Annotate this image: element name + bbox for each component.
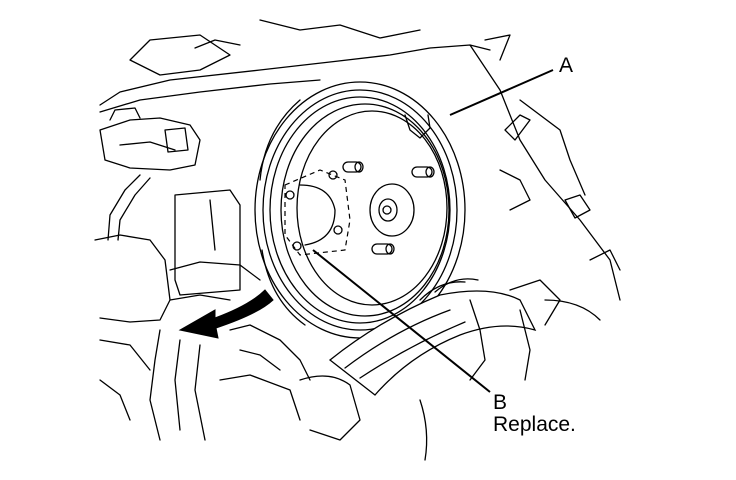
booster-stud xyxy=(371,243,395,255)
left-components xyxy=(94,107,311,441)
leader-line-b xyxy=(312,249,491,393)
booster-stud xyxy=(342,161,364,173)
booster-stud xyxy=(411,166,435,178)
callout-note-replace: Replace. xyxy=(493,413,576,436)
brake-booster xyxy=(254,81,466,339)
leader-line-a xyxy=(449,69,554,116)
callout-label-a: A xyxy=(559,54,574,77)
vacuum-hose xyxy=(299,278,601,461)
engine-bay-background xyxy=(99,19,621,301)
callout-label-b: B xyxy=(493,391,508,414)
direction-arrow xyxy=(178,289,274,339)
